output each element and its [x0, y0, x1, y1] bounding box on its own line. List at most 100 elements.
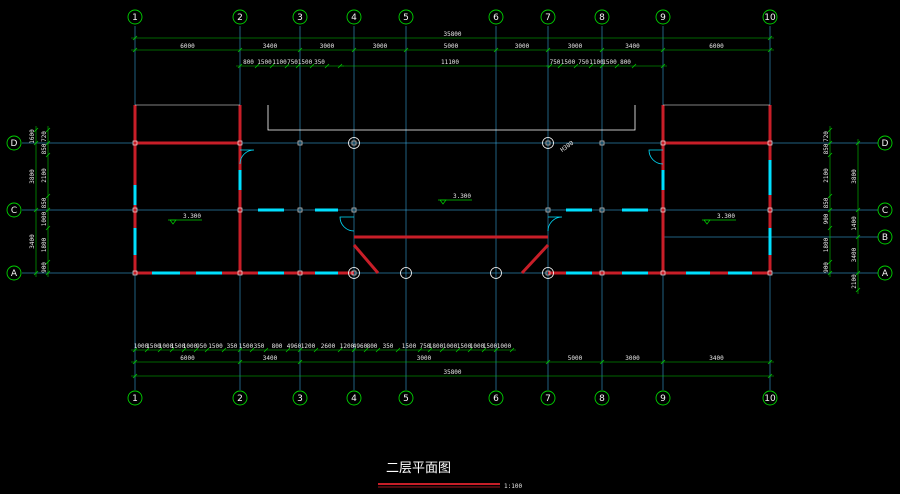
- dim-right-outer-tick: [855, 140, 861, 146]
- dim-bottom-detail-tick: [297, 347, 303, 353]
- dim-bottom-detail-tick: [395, 347, 401, 353]
- dim-right-outer-tick: [855, 207, 861, 213]
- column-marker: [297, 207, 303, 213]
- dim-bottom-detail-tick: [363, 347, 369, 353]
- column-marker: [132, 270, 138, 276]
- dim-top-detail-left-label: 1500: [298, 59, 313, 66]
- walls: [133, 104, 772, 275]
- dim-right-outer-label: 3800: [851, 169, 858, 184]
- dim-bottom-bays-label: 3400: [263, 355, 278, 362]
- dim-right-inner-label: 900: [823, 262, 830, 273]
- dim-bottom-bays-tick: [237, 359, 243, 365]
- dim-left-inner-tick: [45, 140, 51, 146]
- dim-right-inner-label: 1800: [823, 237, 830, 252]
- dim-bottom-detail-tick: [375, 347, 381, 353]
- axis-bubble-top-4-circle: [346, 9, 362, 25]
- dim-right-inner-label: 2100: [823, 168, 830, 183]
- dim-right-outer-label: 3400: [851, 247, 858, 262]
- dim-left-inner-tick: [45, 152, 51, 158]
- dim-bottom-detail-label: 1000: [159, 343, 174, 350]
- elevation-left: 3.300: [183, 213, 201, 220]
- dim-right-inner-tick: [827, 225, 833, 231]
- dim-left-inner-label: 1000: [41, 211, 48, 226]
- dim-top-detail-right-tick: [614, 63, 620, 69]
- column-4: [490, 267, 502, 279]
- column-marker: [767, 140, 773, 146]
- dim-top-detail-right-tick: [573, 63, 579, 69]
- dim-bottom-detail-label: 1500: [402, 343, 417, 350]
- dim-top-detail-right-tick: [631, 63, 637, 69]
- axis-bubble-bottom-8: 8: [599, 394, 605, 404]
- dim-top-detail-right-tick: [588, 63, 594, 69]
- dim-top-bays-tick: [545, 47, 551, 53]
- column-marker: [237, 270, 243, 276]
- axis-bubble-bottom-5: 5: [403, 394, 409, 404]
- dim-right-outer-label: 1400: [851, 216, 858, 231]
- column-marker: [297, 140, 303, 146]
- dim-bottom-detail-label: 350: [383, 343, 394, 350]
- axis-bubble-top-10-circle: [762, 9, 778, 25]
- column-1: [542, 137, 554, 149]
- dim-top-bays-label: 3000: [568, 43, 583, 50]
- column-marker: [545, 140, 551, 146]
- dim-bottom-detail-label: 1000: [443, 343, 458, 350]
- dim-bottom-detail-tick: [157, 347, 163, 353]
- dim-bottom-bays-tick: [599, 359, 605, 365]
- axis-bubble-top-6-circle: [488, 9, 504, 25]
- axis-bubble-top-3-circle: [292, 9, 308, 25]
- dim-top-detail-left-label: 350: [314, 59, 325, 66]
- axis-bubble-top-8-circle: [594, 9, 610, 25]
- dim-left-inner-tick: [45, 270, 51, 276]
- dim-top-center: 11100: [441, 59, 459, 66]
- dim-bottom-detail-label: 1200: [340, 343, 355, 350]
- dim-bottom-bays-tick: [297, 359, 303, 365]
- axis-bubble-bottom-2: 2: [237, 394, 243, 404]
- dim-bottom-detail-label: 800: [367, 343, 378, 350]
- axis-bubble-top-3: 3: [297, 13, 303, 23]
- axis-bubble-top-6: 6: [493, 13, 499, 23]
- dim-right-inner-tick: [827, 259, 833, 265]
- elevation-right-mark: [703, 219, 711, 225]
- column-marker: [599, 140, 605, 146]
- dim-bottom-detail-label: 1000: [497, 343, 512, 350]
- dim-bottom-detail-tick: [509, 347, 515, 353]
- axis-bubble-bottom-1: 1: [132, 394, 138, 404]
- dim-left-inner-label: 850: [41, 197, 48, 208]
- dim-top-bays-tick: [351, 47, 357, 53]
- dim-bottom-detail-tick: [439, 347, 445, 353]
- dim-left-outer-tick: [33, 270, 39, 276]
- axis-bubble-right-B: B: [882, 233, 888, 243]
- elevation-left-mark: [169, 219, 177, 225]
- column-2: [348, 267, 360, 279]
- axis-bubble-top-1: 1: [132, 13, 138, 23]
- axis-bubble-bottom-3-circle: [292, 390, 308, 406]
- elevation-right: 3.300: [717, 213, 735, 220]
- elevation-center: 3.300: [453, 193, 471, 200]
- dim-top-detail-right-label: 750: [578, 59, 589, 66]
- column-marker: [767, 270, 773, 276]
- roof-parapet: [267, 105, 636, 131]
- axis-bubble-top-5-circle: [398, 9, 414, 25]
- axis-bubble-left-C-circle: [6, 202, 22, 218]
- dim-top-detail-right-label: 1500: [602, 59, 617, 66]
- column-marker: [297, 270, 303, 276]
- dim-top-bays-tick: [493, 47, 499, 53]
- dim-left-inner-label: 2100: [41, 168, 48, 183]
- column-marker: [767, 207, 773, 213]
- axis-bubble-bottom-4: 4: [351, 394, 357, 404]
- axis-bubble-bottom-5-circle: [398, 390, 414, 406]
- axis-bubble-bottom-4-circle: [346, 390, 362, 406]
- door-swing-0: [239, 149, 255, 165]
- axis-grid-lines: [22, 26, 878, 390]
- dim-top-bays-tick: [403, 47, 409, 53]
- wall-left-inner: [135, 141, 242, 273]
- dim-top-bays-tick: [297, 47, 303, 53]
- dim-right-inner-tick: [827, 270, 833, 276]
- dim-bottom-bays-tick: [660, 359, 666, 365]
- dim-top-detail-left-tick: [237, 63, 243, 69]
- dim-left-outer-label: 3400: [29, 234, 36, 249]
- dim-left-inner-tick: [45, 193, 51, 199]
- column-0: [348, 137, 360, 149]
- axis-bubble-bottom-1-circle: [127, 390, 143, 406]
